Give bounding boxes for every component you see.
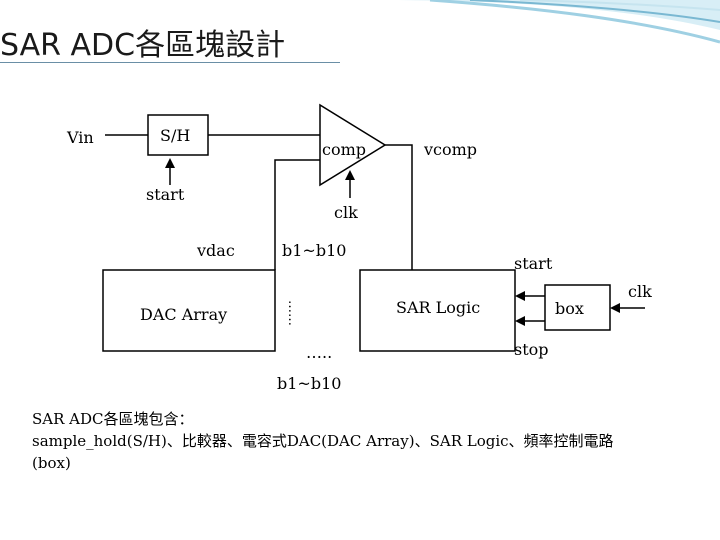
vdac-label: vdac [197,241,235,260]
bus-dots-vertical: …… [285,300,300,326]
bus-top-label: b1~b10 [282,241,347,260]
box-label: box [555,299,584,318]
dac-array-label: DAC Array [140,305,228,324]
start-box-label: start [514,254,553,273]
title-underline [0,62,340,63]
stop-label: stop [514,340,549,359]
caption: SAR ADC各區塊包含： sample_hold(S/H)、比較器、電容式DA… [32,408,712,474]
comparator-symbol [319,103,387,187]
vcomp-wire [385,144,413,270]
caption-line-1: SAR ADC各區塊包含： [32,410,194,428]
caption-line-3: (box) [32,454,71,472]
header-wave-decoration [380,0,720,44]
vcomp-label: vcomp [424,140,478,159]
clk-box-label: clk [628,282,652,301]
page-title: SAR ADC各區塊設計 [0,28,286,63]
dac-array-block [102,269,276,352]
sar-logic-label: SAR Logic [396,298,481,317]
start-label: start [146,185,185,204]
bus-dots-horizontal: ….. [306,343,333,362]
sar-logic-block [359,269,516,352]
caption-line-2: sample_hold(S/H)、比較器、電容式DAC(DAC Array)、S… [32,432,614,450]
vin-label: Vin [67,128,94,147]
comp-label: comp [322,140,367,159]
vdac-wire [274,159,320,270]
clk-comp-label: clk [334,203,358,222]
bus-bottom-label: b1~b10 [277,374,342,393]
sh-label: S/H [160,126,191,145]
